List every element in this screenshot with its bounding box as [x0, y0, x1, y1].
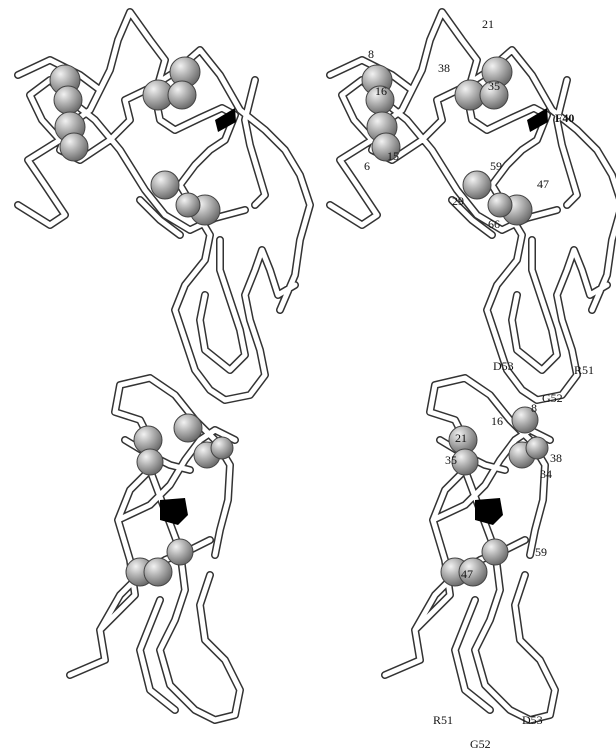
residue-label: 59: [490, 159, 502, 173]
panel-bottom-left: [70, 378, 240, 720]
residue-label: 47: [461, 567, 473, 581]
sphere: [482, 539, 508, 565]
sphere-cluster: [362, 57, 532, 225]
residue-label: 21: [482, 17, 494, 31]
highlight-residue: [475, 498, 503, 525]
residue-label: 16: [375, 84, 387, 98]
residue-label: 15: [387, 149, 399, 163]
residue-label: 21: [455, 431, 467, 445]
residue-label: 59: [535, 545, 547, 559]
panel-top-right: 8 16 6 15 21 38 35 F40 59 47 29 66 D53 R…: [330, 12, 616, 405]
residue-label: 35: [488, 79, 500, 93]
sphere: [526, 437, 548, 459]
sphere: [174, 414, 202, 442]
residue-label: D53: [493, 359, 514, 373]
sphere-cluster: [50, 57, 220, 225]
sphere: [137, 449, 163, 475]
sphere: [176, 193, 200, 217]
residue-label: 38: [438, 61, 450, 75]
sphere: [60, 133, 88, 161]
panel-bottom-right: 16 8 21 35 38 34 59 47 R51 D53 G52: [385, 378, 562, 751]
residue-label: R51: [574, 363, 594, 377]
residue-label: 35: [445, 453, 457, 467]
residue-label: G52: [542, 391, 563, 405]
residue-label: G52: [470, 737, 491, 751]
sphere: [211, 437, 233, 459]
sphere: [488, 193, 512, 217]
residue-label: 8: [368, 47, 374, 61]
residue-label: 6: [364, 159, 370, 173]
residue-label: 8: [531, 401, 537, 415]
sphere: [463, 171, 491, 199]
sphere: [54, 86, 82, 114]
residue-label: R51: [433, 713, 453, 727]
sphere: [167, 539, 193, 565]
residue-label: 34: [540, 467, 552, 481]
sphere: [151, 171, 179, 199]
residue-label: 66: [488, 217, 500, 231]
sphere: [144, 558, 172, 586]
residue-label: 38: [550, 451, 562, 465]
residue-label: D53: [522, 713, 543, 727]
residue-label-f40: F40: [555, 111, 574, 125]
sphere: [168, 81, 196, 109]
residue-label: 16: [491, 414, 503, 428]
panel-top-left: [18, 12, 310, 400]
residue-label: 29: [452, 194, 464, 208]
highlight-residue: [160, 498, 188, 525]
residue-label: 47: [537, 177, 549, 191]
